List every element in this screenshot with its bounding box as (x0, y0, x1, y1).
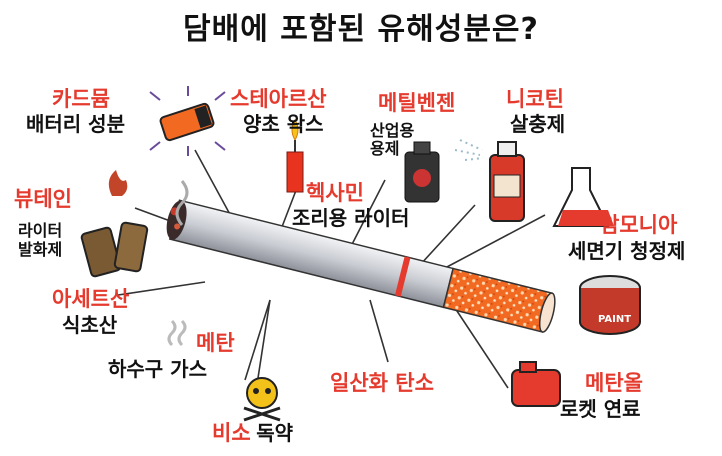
toluene-use-1: 산업용 (370, 121, 415, 140)
toluene-use-2: 용제 (370, 139, 400, 158)
stearic-name: 스테아르산 (230, 87, 327, 111)
ammonia-name: 암모니아 (600, 213, 678, 237)
lighter-icon (80, 170, 149, 278)
toluene-name: 메틸벤젠 (378, 91, 456, 115)
cigarette (166, 199, 556, 333)
methane-use: 하수구 가스 (108, 357, 207, 381)
methane-name: 메탄 (196, 331, 235, 355)
nicotine-name: 니코틴 (506, 87, 564, 111)
cadmium-name: 카드뮴 (52, 87, 110, 111)
nicotine-use: 살충제 (510, 112, 566, 136)
ammonia-use: 세면기 청정제 (568, 239, 686, 263)
battery-icon (149, 86, 226, 156)
spray-can-icon (454, 139, 525, 222)
paint-can-icon (404, 141, 440, 203)
stearic-use: 양초 왁스 (243, 112, 324, 136)
methanol-use: 로켓 연료 (560, 397, 641, 421)
methanol-name: 메탄올 (585, 371, 643, 395)
co-name: 일산화 탄소 (330, 371, 434, 395)
pointer-lines (117, 149, 546, 389)
arsenic-name: 비소 (212, 421, 251, 445)
hexamine-name: 헥사민 (306, 181, 364, 205)
candle-icon (286, 119, 304, 193)
fuel-can-icon (511, 361, 561, 407)
svg-text:PAINT: PAINT (598, 314, 631, 325)
skull-crossbones-icon (243, 377, 281, 422)
butane-name: 뷰테인 (14, 187, 72, 211)
arsenic-label: 비소 독약 (212, 421, 294, 445)
acetic-name: 아세트산 (52, 287, 130, 311)
butane-use-1: 라이터 (18, 221, 63, 240)
paint-bucket-icon: PAINT (579, 275, 641, 335)
hexamine-use: 조리용 라이터 (292, 206, 410, 230)
acetic-use: 식초산 (62, 313, 118, 337)
page-title: 담배에 포함된 유해성분은? (183, 12, 539, 47)
arsenic-use: 독약 (256, 421, 294, 445)
butane-use-2: 발화제 (18, 240, 63, 259)
cadmium-use: 배터리 성분 (26, 112, 125, 136)
flask-icon (552, 167, 614, 227)
smoke-icon (175, 180, 189, 226)
